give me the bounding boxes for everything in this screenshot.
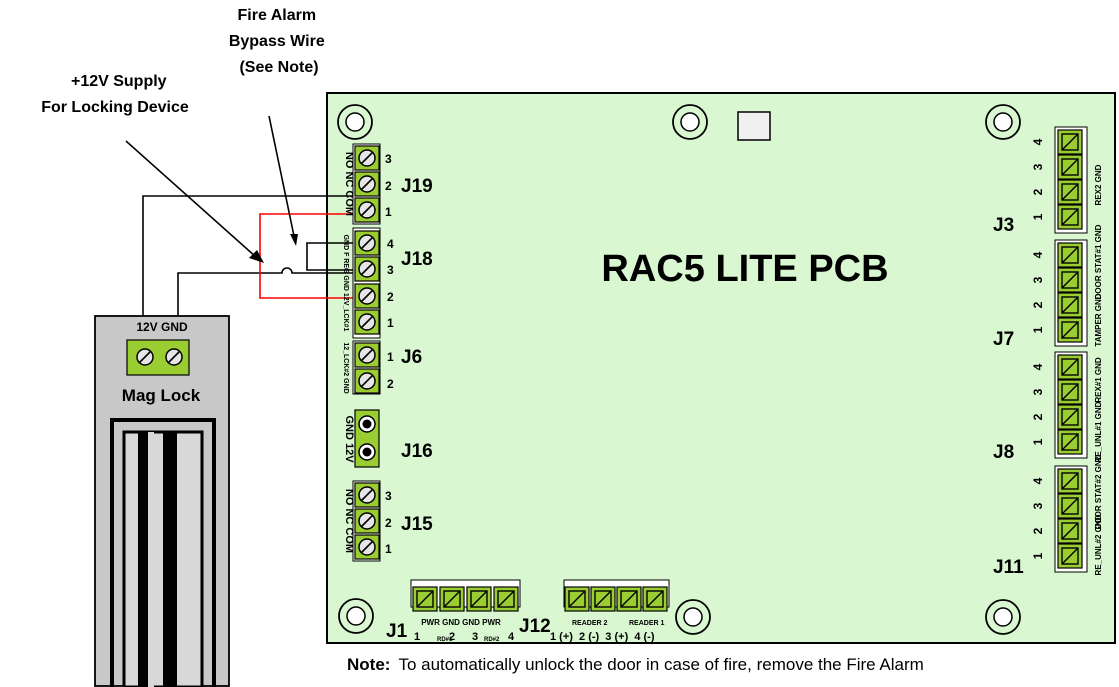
svg-text:REX#1 GND: REX#1 GND	[1094, 357, 1103, 403]
svg-text:1: 1	[414, 631, 420, 643]
fire-bypass-callout: Fire Alarm Bypass Wire (See Note)	[229, 7, 329, 76]
svg-text:3: 3	[1031, 163, 1045, 170]
note-text: To automatically unlock the door in case…	[398, 655, 924, 674]
svg-text:1: 1	[1031, 552, 1045, 559]
svg-text:REX2 GND: REX2 GND	[1094, 164, 1103, 205]
svg-text:READER 1: READER 1	[629, 620, 665, 627]
svg-text:RD#2: RD#2	[484, 637, 500, 643]
svg-text:J6: J6	[401, 347, 422, 368]
svg-text:3: 3	[1031, 502, 1045, 509]
svg-text:1 (+) 2 (-) 3 (+) 4 (-): 1 (+) 2 (-) 3 (+) 4 (-)	[550, 631, 655, 643]
mag-lock: 12V GND Mag Lock	[94, 315, 230, 687]
supply-callout: +12V Supply For Locking Device	[41, 73, 189, 116]
svg-text:J19: J19	[401, 176, 433, 197]
svg-text:1: 1	[387, 316, 394, 330]
svg-text:J11: J11	[993, 557, 1024, 578]
board-component	[737, 111, 771, 141]
fire-bypass-wire	[306, 242, 353, 271]
svg-text:READER 2: READER 2	[572, 620, 608, 627]
connector-j6: 12_LCK#2 GND 1 2 J6	[342, 340, 422, 395]
connector-j15: NO NC COM 3 2 1 J15	[343, 480, 433, 562]
svg-text:12_LCK#2 GND: 12_LCK#2 GND	[342, 342, 349, 393]
svg-text:PWR GND GND PWR: PWR GND GND PWR	[421, 618, 501, 627]
maglock-title: Mag Lock	[122, 386, 201, 405]
svg-text:2: 2	[387, 290, 394, 304]
svg-text:4: 4	[1031, 477, 1045, 484]
note-label: Note:	[347, 655, 391, 674]
wires	[125, 115, 353, 317]
svg-text:2: 2	[385, 516, 392, 530]
svg-text:J18: J18	[401, 249, 433, 270]
arrow-head	[249, 250, 264, 263]
connector-j12: READER 2 READER 1 1 (+) 2 (-) 3 (+) 4 (-…	[519, 579, 670, 643]
svg-text:GND F REG GND 12V_LCK#1: GND F REG GND 12V_LCK#1	[342, 235, 349, 332]
connector-j19: NO NC COM 3 2 1 J19	[343, 143, 433, 225]
svg-text:2: 2	[1031, 413, 1045, 420]
svg-text:1: 1	[1031, 438, 1045, 445]
svg-text:1: 1	[1031, 213, 1045, 220]
svg-text:3: 3	[387, 263, 394, 277]
svg-text:2: 2	[385, 179, 392, 193]
svg-text:DOOR STAT#2 GND: DOOR STAT#2 GND	[1094, 454, 1103, 529]
svg-text:3: 3	[385, 489, 392, 503]
svg-text:J3: J3	[993, 215, 1014, 236]
svg-text:RD#1: RD#1	[437, 637, 453, 643]
svg-text:4: 4	[1031, 138, 1045, 145]
arrow-head	[290, 234, 298, 246]
wire-black	[142, 195, 353, 317]
svg-text:4: 4	[508, 631, 515, 643]
svg-text:3: 3	[385, 152, 392, 166]
svg-text:RE_UNL#2 GND: RE_UNL#2 GND	[1094, 514, 1103, 575]
svg-text:J1: J1	[386, 621, 408, 642]
connector-j16: GND 12V J16	[343, 409, 433, 468]
svg-text:RE_UNL#1 GND: RE_UNL#1 GND	[1094, 401, 1103, 462]
pcb-board	[326, 92, 1116, 644]
svg-text:J12: J12	[519, 616, 551, 637]
connector-j7: 4 3 2 1 DOOR STAT#1 GND TAMPER GND J7	[993, 224, 1103, 350]
svg-text:NO NC COM: NO NC COM	[343, 489, 355, 553]
svg-text:1: 1	[385, 205, 392, 219]
svg-text:3: 3	[472, 631, 478, 643]
connector-j1: PWR GND GND PWR 1 RD#1 2 3 RD#2 4 J1	[386, 579, 521, 643]
svg-text:2: 2	[387, 377, 394, 391]
svg-text:2: 2	[449, 631, 455, 643]
svg-text:J7: J7	[993, 329, 1014, 350]
connector-j3: 4 3 2 1 REX2 GND J3	[993, 126, 1103, 236]
svg-text:2: 2	[1031, 188, 1045, 195]
connector-j18: GND F REG GND 12V_LCK#1 4 3 2 1 J18	[342, 227, 433, 339]
callout-arrow	[125, 140, 257, 258]
connector-j8: 4 3 2 1 REX#1 GND RE_UNL#1 GND J8	[993, 351, 1103, 463]
board-title: RAC5 LITE PCB	[601, 248, 888, 290]
svg-text:3: 3	[1031, 388, 1045, 395]
svg-text:J15: J15	[401, 514, 433, 535]
svg-text:4: 4	[1031, 363, 1045, 370]
svg-text:J8: J8	[993, 442, 1014, 463]
svg-text:DOOR STAT#1 GND: DOOR STAT#1 GND	[1094, 224, 1103, 299]
svg-text:2: 2	[1031, 527, 1045, 534]
svg-text:4: 4	[1031, 251, 1045, 258]
svg-text:1: 1	[385, 542, 392, 556]
svg-text:J16: J16	[401, 441, 433, 462]
svg-text:NO NC COM: NO NC COM	[343, 152, 355, 216]
svg-text:2: 2	[1031, 301, 1045, 308]
svg-text:1: 1	[1031, 326, 1045, 333]
svg-text:GND 12V: GND 12V	[343, 415, 355, 463]
wire-black	[177, 267, 353, 317]
connector-j11: 4 3 2 1 DOOR STAT#2 GND RE_UNL#2 GND J11	[993, 454, 1103, 578]
svg-text:4: 4	[387, 237, 394, 251]
svg-text:1: 1	[387, 350, 394, 364]
svg-text:TAMPER GND: TAMPER GND	[1094, 293, 1103, 346]
svg-text:3: 3	[1031, 276, 1045, 283]
maglock-terminal-label: 12V GND	[136, 320, 188, 334]
note: Note: To automatically unlock the door in…	[347, 655, 1117, 675]
callout-arrow	[268, 115, 295, 237]
